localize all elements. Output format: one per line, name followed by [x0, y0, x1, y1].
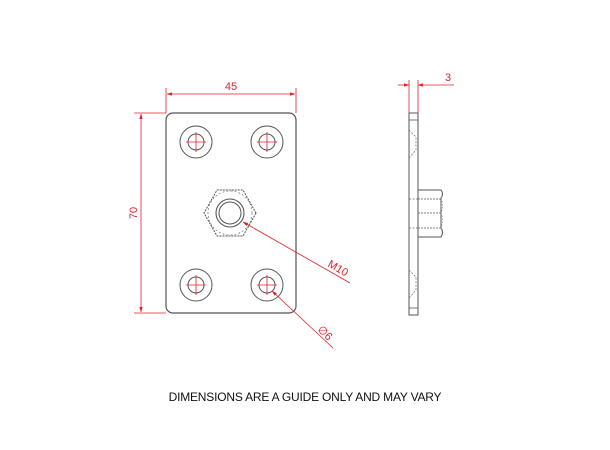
side-nut	[418, 189, 443, 238]
front-view: 45 70 M10 ∅6	[128, 81, 351, 349]
hole-diameter-callout: ∅6	[271, 290, 335, 349]
mounting-hole-bottom-left	[179, 268, 213, 302]
dimension-height-label: 70	[128, 207, 140, 219]
mounting-hole-top-right	[250, 125, 284, 159]
hex-nut	[203, 189, 257, 237]
dimension-width: 45	[165, 81, 297, 113]
side-plate	[408, 112, 419, 316]
dimension-thickness: 3	[398, 72, 454, 113]
hole-diameter-callout-label: ∅6	[315, 324, 335, 344]
disclaimer-note: DIMENSIONS ARE A GUIDE ONLY AND MAY VARY	[168, 390, 442, 404]
dimension-thickness-label: 3	[445, 72, 451, 84]
mounting-hole-bottom-right	[250, 268, 284, 302]
side-view: 3	[398, 72, 454, 316]
dimension-height: 70	[128, 112, 166, 314]
plate-outline	[165, 112, 297, 314]
dimension-width-label: 45	[225, 81, 237, 93]
mounting-hole-top-left	[179, 125, 213, 159]
